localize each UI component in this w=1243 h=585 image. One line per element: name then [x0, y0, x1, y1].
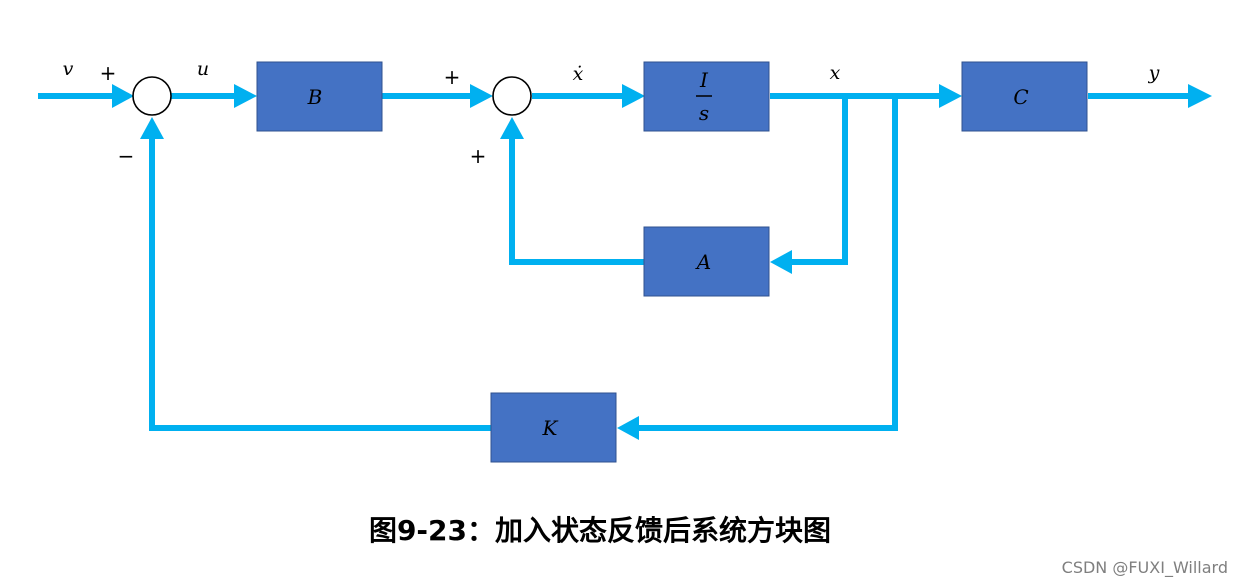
- arrowhead-into-a: [770, 250, 792, 274]
- block-a-label: A: [695, 250, 711, 274]
- arrowhead-y-output: [1188, 84, 1212, 108]
- block-k-label: K: [542, 416, 559, 440]
- watermark: CSDN @FUXI_Willard: [1062, 558, 1228, 578]
- block-integrator: I s: [643, 61, 770, 132]
- wire-a-to-sum2: [509, 138, 644, 265]
- arrowhead-into-k: [617, 416, 639, 440]
- arrowhead-into-integrator: [622, 84, 645, 108]
- arrowhead-sum1-feedback: [140, 117, 164, 139]
- arrowhead-sum2-feedback: [500, 117, 524, 139]
- integrator-denominator: s: [699, 101, 709, 125]
- integrator-numerator: I: [699, 68, 709, 92]
- arrowhead-into-b: [234, 84, 257, 108]
- block-a: A: [643, 226, 770, 297]
- arrowhead-into-c: [939, 84, 962, 108]
- sum2-plus-sign: +: [444, 65, 461, 89]
- wire-x-to-k: [638, 96, 898, 431]
- summing-junction-2: [492, 76, 532, 116]
- arrowhead-into-sum2: [470, 84, 493, 108]
- block-c: C: [961, 61, 1088, 132]
- sum1-minus-sign: −: [118, 144, 135, 168]
- summing-junction-1: [132, 76, 172, 116]
- wire-k-to-sum1: [149, 138, 491, 431]
- sum1-plus-sign: +: [100, 61, 117, 85]
- sum2-feedback-plus-sign: +: [470, 144, 487, 168]
- signal-xdot-label: ẋ: [573, 63, 584, 85]
- block-c-label: C: [1013, 85, 1028, 109]
- wire-x-to-a: [792, 96, 848, 265]
- figure-caption: 图9-23：加入状态反馈后系统方块图: [369, 514, 831, 547]
- signal-v-label: v: [63, 58, 74, 80]
- block-b: B: [256, 61, 383, 132]
- signal-y-label: y: [1148, 62, 1160, 84]
- arrowhead-into-sum1: [112, 84, 134, 108]
- block-k: K: [490, 392, 617, 463]
- block-b-label: B: [307, 85, 323, 109]
- signal-x-label: x: [830, 62, 841, 84]
- signal-u-label: u: [197, 58, 209, 80]
